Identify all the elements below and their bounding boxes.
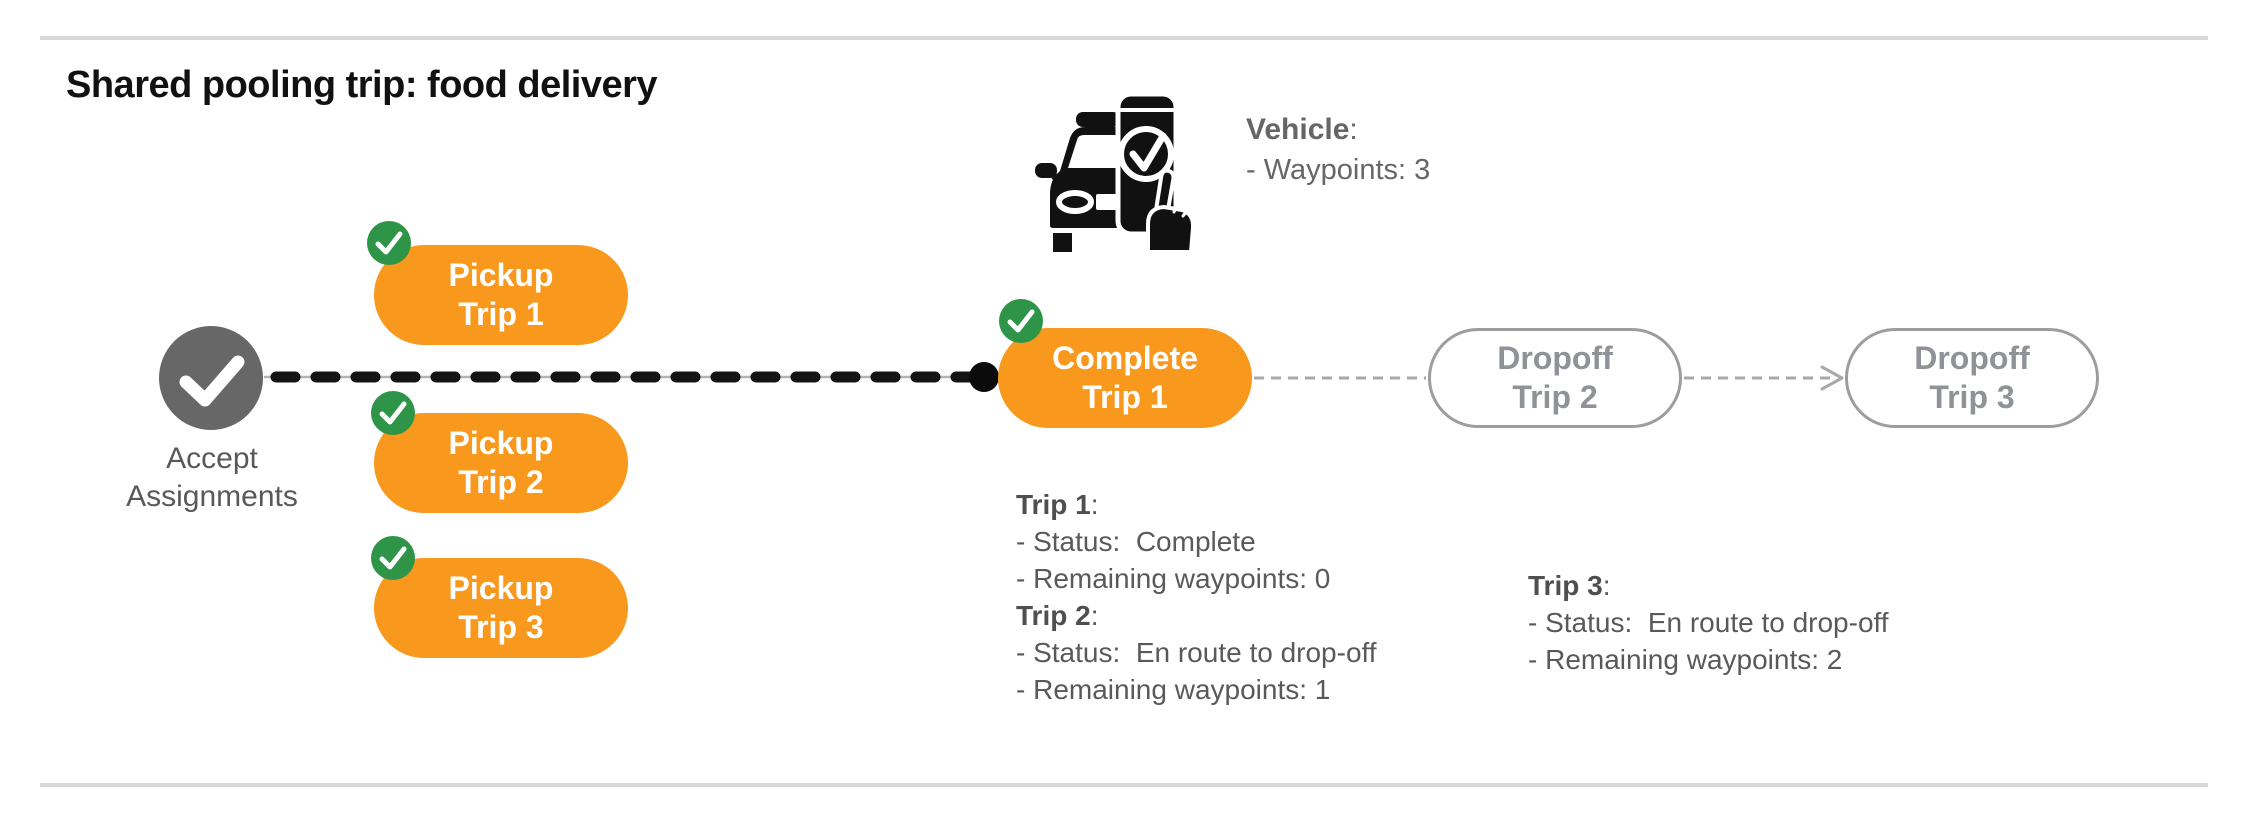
- arrowhead-icon: [1820, 365, 1844, 391]
- pill-line1: Dropoff: [1497, 340, 1613, 376]
- complete-trip-1-node: Complete Trip 1: [998, 328, 1252, 428]
- check-badge-icon: [371, 391, 415, 435]
- phone-check-circle: [1118, 126, 1174, 182]
- check-badge-icon: [371, 536, 415, 580]
- trip-2-remaining: - Remaining waypoints: 1: [1016, 674, 1331, 705]
- car-headlight: [1056, 190, 1094, 214]
- trip-1-remaining: - Remaining waypoints: 0: [1016, 563, 1331, 594]
- vehicle-info: Vehicle: - Waypoints: 3: [1246, 110, 1430, 190]
- car-mirror: [1035, 163, 1057, 178]
- vehicle-label: Vehicle:: [1246, 113, 1358, 146]
- trip-3-remaining: - Remaining waypoints: 2: [1528, 644, 1843, 675]
- hand-finger: [1154, 168, 1176, 212]
- accept-label-line1: Accept: [166, 442, 258, 475]
- car-sensor-dome: [1076, 112, 1120, 127]
- bottom-divider: [40, 783, 2208, 787]
- pill-line2: Trip 2: [458, 464, 544, 500]
- pill-line1: Complete: [1052, 340, 1198, 376]
- phone-check-mark: [1129, 132, 1167, 172]
- accept-label-line2: Assignments: [126, 480, 298, 513]
- dropoff-trip-2-node: Dropoff Trip 2: [1428, 328, 1682, 428]
- hand-fist: [1146, 205, 1196, 254]
- dropoff-trip-3-node: Dropoff Trip 3: [1845, 328, 2099, 428]
- check-badge-icon: [367, 221, 411, 265]
- pill-line2: Trip 2: [1512, 379, 1598, 415]
- check-icon: [179, 355, 245, 407]
- pill-line1: Pickup: [448, 570, 554, 606]
- vehicle-icon: [1030, 76, 1220, 256]
- pill-line2: Trip 1: [458, 296, 544, 332]
- trip-1-heading: Trip 1:: [1016, 489, 1099, 520]
- trip-3-heading: Trip 3:: [1528, 570, 1611, 601]
- accept-assignments-node: [159, 326, 263, 430]
- pill-line1: Pickup: [448, 425, 554, 461]
- trip-2-status: - Status: En route to drop-off: [1016, 637, 1377, 668]
- pickup-trip-2-node: Pickup Trip 2: [374, 413, 628, 513]
- accept-assignments-label: Accept Assignments: [52, 440, 372, 516]
- pill-line2: Trip 1: [1082, 379, 1168, 415]
- pill-line2: Trip 3: [1929, 379, 2015, 415]
- pickup-trip-3-node: Pickup Trip 3: [374, 558, 628, 658]
- vehicle-waypoints: - Waypoints: 3: [1246, 154, 1431, 186]
- page-title: Shared pooling trip: food delivery: [66, 64, 658, 106]
- check-badge-icon: [999, 299, 1043, 343]
- trip-2-heading: Trip 2:: [1016, 600, 1099, 631]
- trip-3-status: - Status: En route to drop-off: [1528, 607, 1889, 638]
- current-position-dot: [969, 362, 999, 392]
- pickup-trip-1-node: Pickup Trip 1: [374, 245, 628, 345]
- pill-line1: Dropoff: [1914, 340, 2030, 376]
- trip-details-3: Trip 3: - Status: En route to drop-off -…: [1528, 567, 1889, 678]
- car-windshield: [1068, 135, 1120, 168]
- trip-details-1-2: Trip 1: - Status: Complete - Remaining w…: [1016, 486, 1377, 708]
- pill-line1: Pickup: [448, 257, 554, 293]
- pill-line2: Trip 3: [458, 609, 544, 645]
- car-wheel: [1053, 233, 1072, 252]
- trip-1-status: - Status: Complete: [1016, 526, 1256, 557]
- top-divider: [40, 36, 2208, 40]
